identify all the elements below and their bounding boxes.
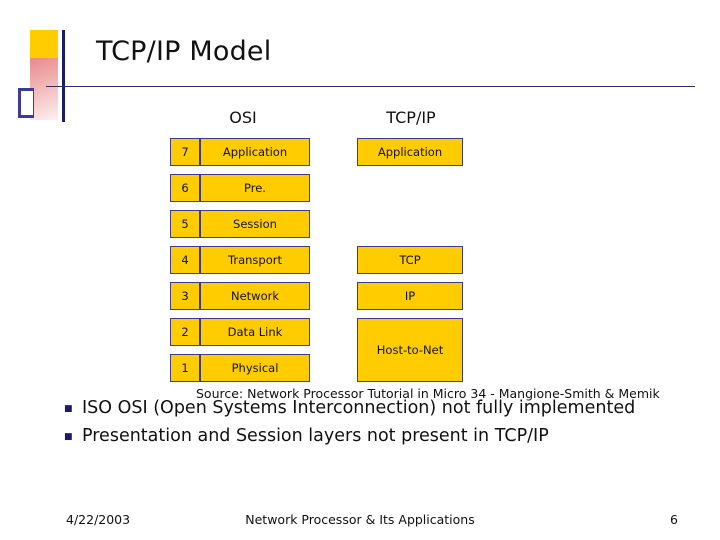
osi-layer-name: Network — [200, 282, 310, 310]
osi-layer-name: Session — [200, 210, 310, 238]
footer-title: Network Processor & Its Applications — [245, 512, 475, 527]
osi-layer-number: 6 — [170, 174, 200, 202]
page-title: TCP/IP Model — [96, 36, 272, 67]
column-header-tcpip: TCP/IP — [386, 108, 436, 127]
tcpip-layer-host-to-net: Host-to-Net — [357, 318, 463, 382]
footer-page-number: 6 — [670, 512, 678, 527]
osi-layer-name: Pre. — [200, 174, 310, 202]
osi-layer-number: 5 — [170, 210, 200, 238]
tcpip-layer-tcp: TCP — [357, 246, 463, 274]
list-item: ■ ISO OSI (Open Systems Interconnection)… — [62, 396, 682, 422]
logo-vertical-line — [62, 30, 65, 122]
osi-layer-number: 2 — [170, 318, 200, 346]
bullet-list: ■ ISO OSI (Open Systems Interconnection)… — [62, 396, 682, 452]
tcpip-layer-ip: IP — [357, 282, 463, 310]
bullet-text: Presentation and Session layers not pres… — [82, 426, 549, 446]
footer-date: 4/22/2003 — [66, 512, 131, 527]
osi-layer-number: 3 — [170, 282, 200, 310]
osi-layer-name: Application — [200, 138, 310, 166]
bullet-square-icon: ■ — [64, 432, 73, 442]
bullet-square-icon: ■ — [64, 404, 73, 414]
column-header-osi: OSI — [229, 108, 257, 127]
osi-layer-number: 7 — [170, 138, 200, 166]
source-citation: Source: Network Processor Tutorial in Mi… — [196, 386, 660, 401]
osi-layer-number: 4 — [170, 246, 200, 274]
list-item: ■ Presentation and Session layers not pr… — [62, 424, 682, 450]
osi-layer-name: Physical — [200, 354, 310, 382]
logo-pink-gradient-block — [30, 58, 58, 120]
logo-white-notch — [21, 91, 33, 115]
logo-yellow-square — [30, 30, 58, 58]
tcpip-layer-application: Application — [357, 138, 463, 166]
slide-logo — [18, 30, 74, 122]
title-divider — [46, 86, 695, 87]
osi-layer-name: Transport — [200, 246, 310, 274]
osi-layer-number: 1 — [170, 354, 200, 382]
osi-layer-name: Data Link — [200, 318, 310, 346]
bullet-text: ISO OSI (Open Systems Interconnection) n… — [82, 398, 636, 418]
